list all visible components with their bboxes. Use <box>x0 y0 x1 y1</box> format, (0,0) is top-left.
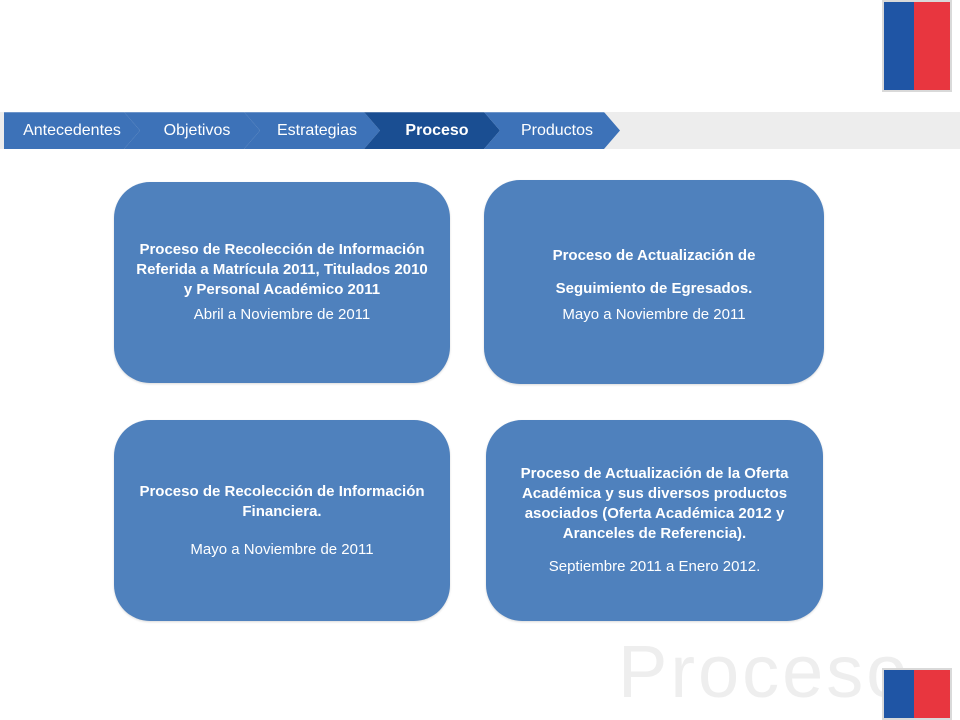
chile-flag-emblem-top-icon <box>882 0 952 92</box>
process-card-matricula: Proceso de Recolección de Información Re… <box>114 182 450 383</box>
section-watermark-title: Proceso <box>618 630 911 713</box>
breadcrumb-item-estrategias[interactable]: Estrategias <box>244 112 380 149</box>
breadcrumb-item-proceso[interactable]: Proceso <box>364 112 500 149</box>
breadcrumb: Antecedentes Objetivos Estrategias Proce… <box>4 112 604 149</box>
process-card-oferta-academica: Proceso de Actualización de la Oferta Ac… <box>486 420 823 621</box>
process-card-date: Mayo a Noviembre de 2011 <box>562 306 746 324</box>
process-card-title: Proceso de Recolección de Información Re… <box>136 241 428 298</box>
process-card-date: Mayo a Noviembre de 2011 <box>190 540 374 558</box>
process-card-financiera: Proceso de Recolección de Información Fi… <box>114 420 450 621</box>
process-card-title: Proceso de Actualización de Seguimiento … <box>552 247 756 298</box>
process-card-title: Proceso de Recolección de Información Fi… <box>139 482 425 520</box>
chile-flag-emblem-bottom-icon <box>882 668 952 720</box>
breadcrumb-item-antecedentes[interactable]: Antecedentes <box>4 112 140 149</box>
process-card-egresados: Proceso de Actualización de Seguimiento … <box>484 180 824 384</box>
process-card-date: Septiembre 2011 a Enero 2012. <box>548 558 761 576</box>
process-card-date: Abril a Noviembre de 2011 <box>193 306 371 324</box>
breadcrumb-item-productos[interactable]: Productos <box>484 112 620 149</box>
process-card-title: Proceso de Actualización de la Oferta Ac… <box>520 465 789 542</box>
breadcrumb-item-objetivos[interactable]: Objetivos <box>124 112 260 149</box>
